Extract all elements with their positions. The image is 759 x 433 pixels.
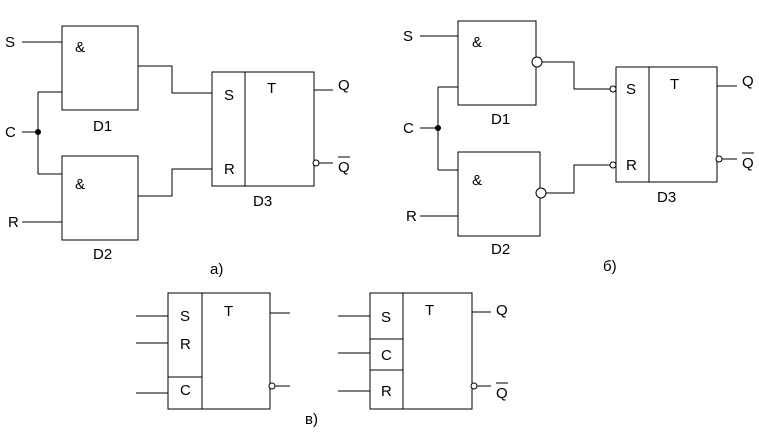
- symbol-2-q-label: Q: [496, 302, 508, 319]
- a-gate-d2: [61, 155, 139, 241]
- a-gate-d2-symbol: &: [75, 176, 85, 193]
- b-output-qbar-label: Q: [742, 155, 754, 172]
- b-flipflop-d3: [615, 66, 718, 183]
- a-output-qbar-bubble: [312, 159, 320, 167]
- symbol-1-qbar-bubble: [268, 382, 276, 390]
- b-gate-d1-inversion-bubble: [531, 56, 543, 68]
- a-gate-d1-label: D1: [93, 118, 112, 135]
- b-gate-d2-label: D2: [491, 241, 510, 258]
- symbol-2-s-label: S: [381, 309, 391, 326]
- a-gate-d1: [61, 25, 139, 111]
- a-ff-r-label: R: [224, 161, 235, 178]
- b-ff-r-label: R: [626, 157, 637, 174]
- b-gate-d2-symbol: &: [472, 172, 482, 189]
- b-ff-d3-label: D3: [657, 189, 676, 206]
- c-caption: в): [305, 411, 318, 428]
- a-d1-to-s-wire: [138, 65, 212, 94]
- a-gate-d2-label: D2: [93, 246, 112, 263]
- a-ff-t-label: T: [267, 80, 276, 97]
- symbol-1-c-label: C: [180, 382, 191, 399]
- b-ff-r-inversion-bubble: [609, 161, 617, 169]
- symbol-1-box: [167, 292, 271, 410]
- b-d2-to-r-wire: [546, 164, 610, 194]
- b-output-q-label: Q: [742, 73, 754, 90]
- b-ff-s-label: S: [626, 81, 636, 98]
- a-flipflop-d3: [211, 71, 315, 187]
- symbol-2-box: [369, 292, 473, 410]
- b-gate-d1-label: D1: [491, 111, 510, 128]
- b-input-r-label: R: [406, 208, 417, 225]
- a-ff-s-label: S: [224, 87, 234, 104]
- b-d1-to-s-wire: [542, 61, 610, 90]
- circuit-b: S C R & D1 & D2 S R T D3 Q Q: [403, 20, 754, 275]
- a-input-c-label: C: [5, 124, 16, 141]
- a-input-r-label: R: [8, 214, 19, 231]
- symbol-1: S R C T: [136, 292, 290, 410]
- a-output-q-label: Q: [338, 77, 350, 94]
- b-ff-t-label: T: [670, 76, 679, 93]
- b-caption: б): [603, 258, 617, 275]
- a-caption: а): [210, 261, 223, 278]
- b-ff-s-inversion-bubble: [609, 85, 617, 93]
- b-gate-d1: [457, 20, 537, 106]
- symbol-1-r-label: R: [180, 336, 191, 353]
- a-output-qbar-label: Q: [338, 159, 350, 176]
- symbol-2-r-label: R: [381, 383, 392, 400]
- a-gate-d1-symbol: &: [75, 39, 85, 56]
- symbol-2-qbar-bubble: [470, 382, 478, 390]
- b-output-qbar-bubble: [715, 155, 723, 163]
- b-gate-d1-symbol: &: [472, 34, 482, 51]
- b-input-s-label: S: [403, 28, 413, 45]
- b-input-c-label: C: [403, 120, 414, 137]
- symbol-2-qbar-label: Q: [496, 385, 508, 402]
- symbol-2-c-label: C: [381, 347, 392, 364]
- circuit-a: S C R & D1 & D2 S R T D3 Q Q а): [5, 25, 350, 278]
- b-gate-d2: [457, 151, 541, 237]
- b-junction-dot: [435, 125, 441, 131]
- a-d2-to-r-wire: [138, 168, 212, 197]
- symbol-2-t-label: T: [425, 302, 434, 319]
- symbol-1-t-label: T: [224, 303, 233, 320]
- symbol-1-s-label: S: [180, 308, 190, 325]
- a-input-s-label: S: [5, 34, 15, 51]
- symbol-2: S C R T Q Q: [338, 292, 508, 410]
- b-gate-d2-inversion-bubble: [535, 187, 547, 199]
- a-junction-dot: [35, 129, 41, 135]
- a-ff-d3-label: D3: [253, 193, 272, 210]
